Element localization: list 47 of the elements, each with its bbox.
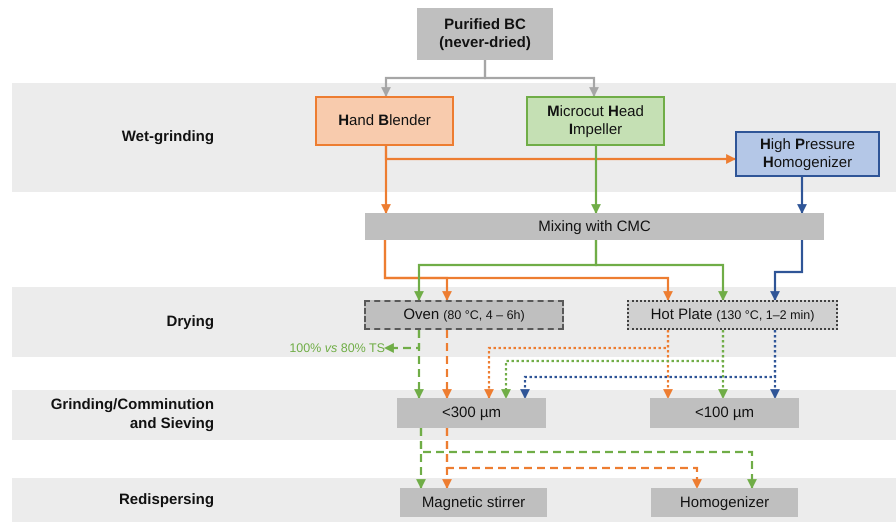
arrow bbox=[770, 240, 804, 301]
box-label: Hand Blender bbox=[338, 112, 431, 130]
condition-label: (80 °C, 4 – 6h) bbox=[443, 308, 525, 323]
dashed-arrow bbox=[442, 330, 452, 399]
process-box bbox=[397, 398, 546, 428]
box-label: <100 µm bbox=[694, 404, 754, 422]
stage-label: Drying bbox=[165, 312, 214, 332]
stage-band bbox=[12, 478, 896, 522]
process-box bbox=[627, 300, 838, 330]
arrow bbox=[594, 240, 728, 301]
stage-label: Redispersing bbox=[118, 490, 214, 510]
stage-band bbox=[12, 83, 896, 192]
dashed-arrow bbox=[718, 330, 728, 399]
dashed-arrow bbox=[770, 330, 780, 399]
process-box bbox=[651, 488, 798, 517]
dashed-arrow bbox=[420, 428, 757, 489]
dashed-arrow bbox=[663, 330, 673, 399]
process-box bbox=[526, 96, 665, 146]
stage-label: Grinding/Comminution and Sieving bbox=[50, 396, 214, 434]
arrow bbox=[591, 146, 601, 214]
box-label: Magnetic stirrer bbox=[422, 494, 526, 512]
box-label: Oven bbox=[403, 306, 440, 324]
box-label: Microcut Head Impeller bbox=[546, 103, 645, 139]
arrow bbox=[797, 177, 807, 214]
box-label: Mixing with CMC bbox=[538, 218, 651, 236]
process-box bbox=[315, 96, 454, 146]
process-box bbox=[400, 488, 547, 517]
process-box bbox=[735, 131, 880, 177]
dashed-arrow bbox=[446, 428, 702, 489]
box-label: Purified BC (never-dried) bbox=[438, 16, 532, 52]
note-label: 100% vs 80% TS bbox=[289, 341, 385, 355]
arrow bbox=[381, 146, 391, 214]
process-box bbox=[364, 300, 564, 330]
stage-band bbox=[12, 287, 896, 357]
process-box bbox=[365, 213, 824, 240]
process-box bbox=[417, 8, 553, 60]
box-label: High Pressure Homogenizer bbox=[758, 136, 856, 172]
process-box bbox=[650, 398, 799, 428]
arrow bbox=[384, 240, 673, 301]
box-label: <300 µm bbox=[442, 404, 502, 422]
box-label: Hot Plate bbox=[650, 306, 712, 324]
box-label: Homogenizer bbox=[680, 494, 770, 512]
arrow bbox=[484, 60, 599, 97]
condition-label: (130 °C, 1–2 min) bbox=[716, 308, 814, 323]
stage-label: Wet-grinding bbox=[120, 128, 214, 147]
dashed-arrow bbox=[384, 330, 420, 353]
stage-band bbox=[12, 390, 896, 440]
